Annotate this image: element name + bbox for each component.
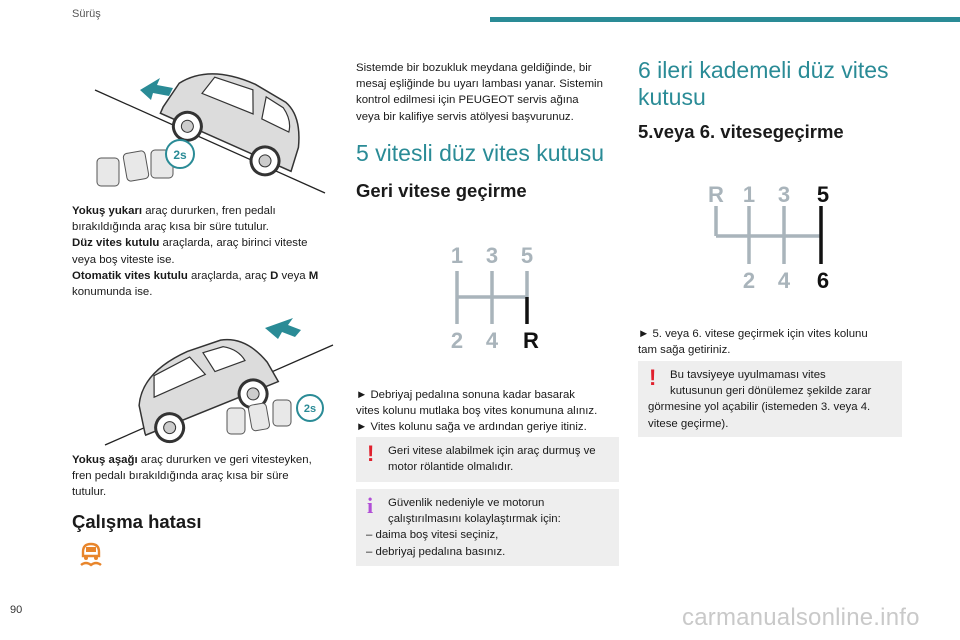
timer-badge: 2s — [304, 403, 316, 415]
info-box: i Güvenlik nedeniyle ve motorun çalıştır… — [356, 489, 619, 566]
warning-icon: ! — [367, 441, 375, 466]
watermark: carmanualsonline.info — [682, 604, 920, 631]
warning-box: ! Geri vitese alabilmek için araç durmuş… — [356, 437, 619, 482]
uphill-description: Yokuş yukarı araç dururken, fren pedalı … — [72, 205, 319, 299]
downhill-description: Yokuş aşağı araç dururken ve geri vitest… — [72, 454, 312, 499]
heading-5-speed-gearbox: 5 vitesli düz vites kutusu — [356, 140, 605, 166]
section-label: Sürüş — [72, 8, 101, 20]
five-speed-shift-pattern: 1 3 5 2 4 R — [451, 243, 539, 353]
gear-5-label: 5 — [521, 243, 533, 268]
header-rule — [490, 17, 960, 22]
heading-malfunction: Çalışma hatası — [72, 511, 202, 532]
info-icon: i — [367, 493, 374, 518]
timer-badge: 2s — [173, 148, 187, 162]
six-speed-shift-pattern: R 1 3 5 2 4 6 — [708, 182, 829, 293]
warning-box: ! Bu tavsiyeye uyulmaması vites kutusunu… — [638, 361, 902, 437]
gear-1-label: 1 — [451, 243, 463, 268]
term-downhill: Yokuş aşağı — [72, 454, 138, 466]
gear-reverse-label: R — [708, 182, 724, 207]
warning-icon: ! — [649, 365, 657, 390]
shift-step: ► 5. veya 6. vitese geçirmek için vites … — [638, 328, 868, 357]
subheading-reverse: Geri vitese geçirme — [356, 180, 527, 201]
term-uphill: Yokuş yukarı — [72, 205, 143, 217]
gear-2-label: 2 — [743, 268, 755, 293]
gear-3-label: 3 — [486, 243, 498, 268]
gear-6-label: 6 — [817, 268, 829, 293]
malfunction-text: Sistemde bir bozukluk meydana geldiğinde… — [356, 62, 603, 123]
term-manual-gearbox: Düz vites kutulu — [72, 237, 160, 250]
term-automatic-gearbox: Otomatik vites kutulu — [72, 269, 188, 282]
heading-6-speed-gearbox: 6 ileri kademeli düz vites kutusu — [638, 57, 889, 110]
gear-3-label: 3 — [778, 182, 790, 207]
subheading-5th-6th-gear: 5.veya 6. vitesegeçirme — [638, 121, 844, 142]
gear-reverse-label: R — [523, 328, 539, 353]
gear-4-label: 4 — [778, 268, 791, 293]
hill-assist-warning-icon — [80, 542, 102, 567]
reverse-steps: ► Debriyaj pedalına sonuna kadar basarak… — [356, 389, 598, 434]
downhill-car-illustration: 2s — [104, 318, 334, 446]
gear-4-label: 4 — [486, 328, 499, 353]
gear-5-label: 5 — [817, 182, 829, 207]
gear-1-label: 1 — [743, 182, 755, 207]
uphill-car-illustration: 2s — [94, 73, 326, 194]
gear-2-label: 2 — [451, 328, 463, 353]
page-number: 90 — [10, 604, 23, 616]
